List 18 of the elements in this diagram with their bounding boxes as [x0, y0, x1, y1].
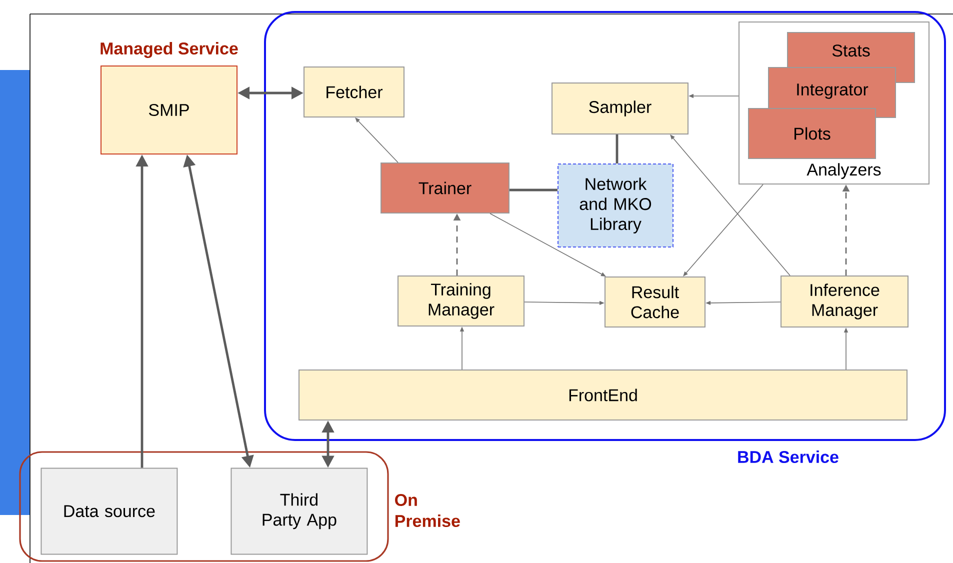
- component-box: Fetcher: [304, 66, 404, 118]
- component-box: Sampler: [552, 82, 688, 134]
- arrow: [355, 118, 398, 163]
- app-box: Third Party App: [230, 468, 368, 555]
- component-box: FrontEnd: [298, 370, 908, 420]
- component-box: Plots: [748, 108, 876, 159]
- node-label: On Premise: [395, 494, 460, 528]
- service-box: SMIP: [100, 66, 238, 154]
- heading: Managed Service: [100, 42, 238, 58]
- component-box: Training Manager: [398, 276, 524, 326]
- component-box: Trainer: [380, 162, 510, 214]
- component-box: Result Cache: [604, 276, 706, 328]
- node-label: BDA Service: [738, 450, 838, 464]
- arrow: [670, 134, 790, 276]
- source-box: Data source: [40, 468, 178, 555]
- component-box: Inference Manager: [780, 276, 908, 328]
- arrow: [683, 184, 764, 276]
- library-box: Network and MKO Library: [558, 164, 674, 248]
